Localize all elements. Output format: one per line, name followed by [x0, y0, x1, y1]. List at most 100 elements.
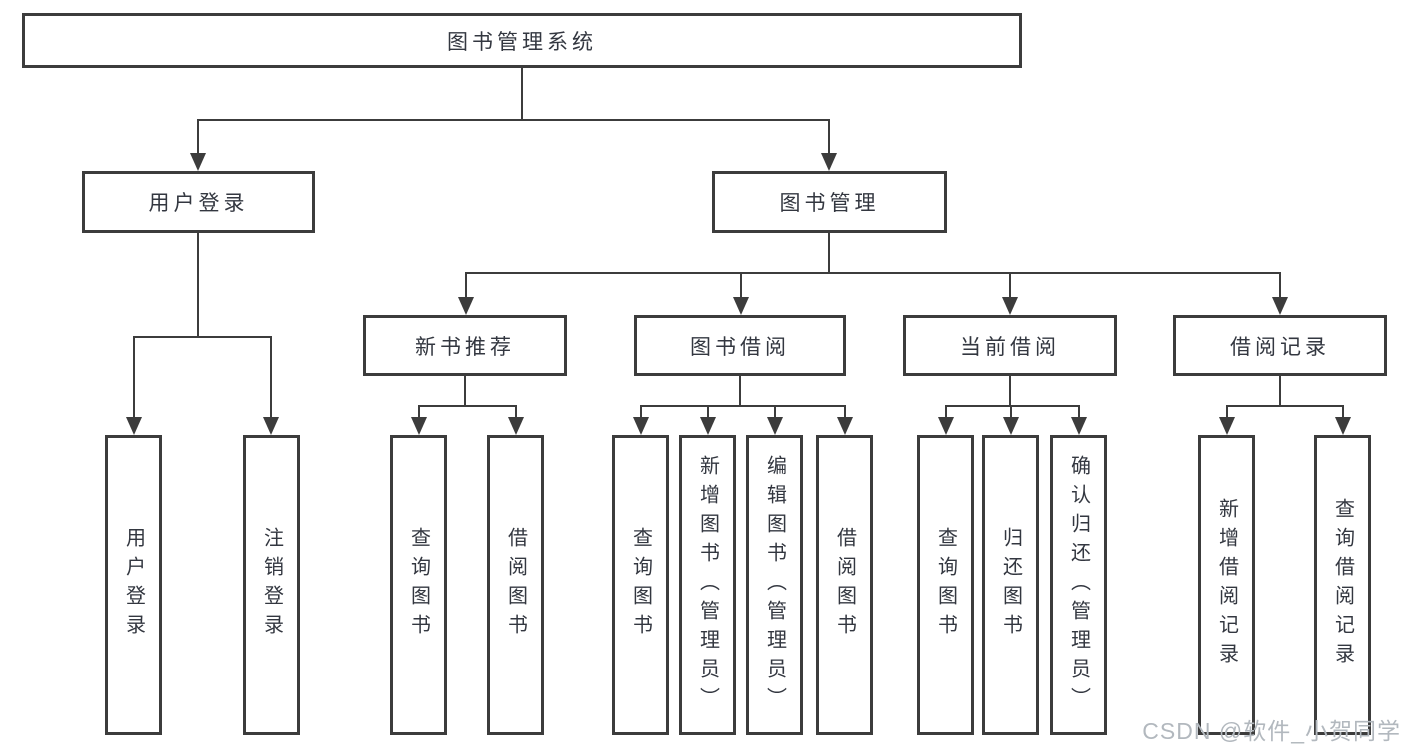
connector-drop	[733, 272, 749, 315]
arrowhead-down-icon	[733, 297, 749, 315]
connector-branch-book-management	[465, 272, 1281, 274]
arrowhead-down-icon	[263, 417, 279, 435]
connector-drop	[767, 405, 783, 435]
node-leaf-borrow-books-2: 借阅图书	[816, 435, 873, 735]
arrowhead-down-icon	[126, 417, 142, 435]
connector-line	[740, 272, 742, 297]
connector-drop	[458, 272, 474, 315]
arrowhead-down-icon	[458, 297, 474, 315]
connector-line	[197, 119, 199, 153]
node-leaf-query-borrow-record: 查询借阅记录	[1314, 435, 1371, 735]
node-book-management-label: 图书管理	[779, 192, 880, 215]
node-leaf-confirm-return-admin-label: 确认归还（管理员）	[1067, 454, 1090, 716]
node-user-login: 用户登录	[82, 171, 315, 233]
node-leaf-query-books-3-label: 查询图书	[934, 527, 957, 643]
connector-line	[774, 405, 776, 417]
connector-drop	[411, 405, 427, 435]
connector-drop	[190, 119, 206, 171]
node-leaf-logout: 注销登录	[243, 435, 300, 735]
node-leaf-query-books-1: 查询图书	[390, 435, 447, 735]
node-borrowing-records: 借阅记录	[1173, 315, 1387, 376]
connector-line	[828, 119, 830, 153]
connector-drop	[700, 405, 716, 435]
arrowhead-down-icon	[190, 153, 206, 171]
arrowhead-down-icon	[938, 417, 954, 435]
arrowhead-down-icon	[508, 417, 524, 435]
connector-line	[945, 405, 947, 417]
node-leaf-borrow-books-1: 借阅图书	[487, 435, 544, 735]
connector-line	[844, 405, 846, 417]
arrowhead-down-icon	[1002, 297, 1018, 315]
connector-branch-current-borrowing	[945, 405, 1080, 407]
node-book-management: 图书管理	[712, 171, 947, 233]
connector-line	[270, 336, 272, 417]
connector-branch-root	[197, 119, 830, 121]
connector-branch-borrowing-records	[1226, 405, 1344, 407]
node-leaf-confirm-return-admin: 确认归还（管理员）	[1050, 435, 1107, 735]
arrowhead-down-icon	[1272, 297, 1288, 315]
connector-line	[1279, 272, 1281, 297]
node-root: 图书管理系统	[22, 13, 1022, 68]
node-leaf-edit-books-admin: 编辑图书（管理员）	[746, 435, 803, 735]
node-new-book-recommend-label: 新书推荐	[415, 335, 515, 359]
connector-line	[1009, 272, 1011, 297]
arrowhead-down-icon	[1071, 417, 1087, 435]
connector-branch-new-book-recommend	[418, 405, 517, 407]
connector-stem-book-borrowing	[739, 375, 741, 405]
connector-drop	[821, 119, 837, 171]
connector-drop	[938, 405, 954, 435]
node-leaf-add-borrow-record: 新增借阅记录	[1198, 435, 1255, 735]
node-leaf-add-books-admin-label: 新增图书（管理员）	[696, 454, 719, 716]
node-current-borrowing-label: 当前借阅	[960, 335, 1060, 359]
node-leaf-query-borrow-record-label: 查询借阅记录	[1331, 498, 1354, 672]
node-current-borrowing: 当前借阅	[903, 315, 1117, 376]
connector-drop	[126, 336, 142, 435]
connector-line	[1010, 405, 1012, 417]
arrowhead-down-icon	[837, 417, 853, 435]
arrowhead-down-icon	[700, 417, 716, 435]
node-leaf-query-books-3: 查询图书	[917, 435, 974, 735]
connector-branch-user-login	[133, 336, 272, 338]
connector-line	[1078, 405, 1080, 417]
arrowhead-down-icon	[411, 417, 427, 435]
node-user-login-label: 用户登录	[148, 192, 249, 215]
arrowhead-down-icon	[1003, 417, 1019, 435]
arrowhead-down-icon	[1335, 417, 1351, 435]
connector-line	[707, 405, 709, 417]
connector-stem-borrowing-records	[1279, 375, 1281, 405]
node-book-borrowing-label: 图书借阅	[690, 335, 790, 359]
node-leaf-borrow-books-2-label: 借阅图书	[833, 527, 856, 643]
node-leaf-query-books-2: 查询图书	[612, 435, 669, 735]
connector-line	[1342, 405, 1344, 417]
arrowhead-down-icon	[1219, 417, 1235, 435]
arrowhead-down-icon	[767, 417, 783, 435]
node-leaf-return-books-label: 归还图书	[999, 527, 1022, 643]
connector-drop	[633, 405, 649, 435]
node-new-book-recommend: 新书推荐	[363, 315, 567, 376]
connector-stem-book-management	[828, 232, 830, 272]
node-book-borrowing: 图书借阅	[634, 315, 846, 376]
connector-line	[133, 336, 135, 417]
connector-branch-book-borrowing	[640, 405, 846, 407]
node-leaf-return-books: 归还图书	[982, 435, 1039, 735]
node-leaf-borrow-books-1-label: 借阅图书	[504, 527, 527, 643]
csdn-watermark: CSDN @软件_小贺同学	[1142, 718, 1401, 744]
node-leaf-add-books-admin: 新增图书（管理员）	[679, 435, 736, 735]
connector-drop	[508, 405, 524, 435]
connector-line	[465, 272, 467, 297]
connector-stem-root	[521, 68, 523, 119]
connector-line	[640, 405, 642, 417]
node-leaf-query-books-2-label: 查询图书	[629, 527, 652, 643]
node-leaf-query-books-1-label: 查询图书	[407, 527, 430, 643]
node-leaf-logout-label: 注销登录	[260, 527, 283, 643]
connector-drop	[1335, 405, 1351, 435]
connector-stem-user-login	[197, 232, 199, 336]
connector-drop	[1002, 272, 1018, 315]
connector-line	[418, 405, 420, 417]
arrowhead-down-icon	[821, 153, 837, 171]
connector-drop	[263, 336, 279, 435]
connector-drop	[1003, 405, 1019, 435]
connector-drop	[1219, 405, 1235, 435]
node-root-label: 图书管理系统	[447, 30, 597, 54]
